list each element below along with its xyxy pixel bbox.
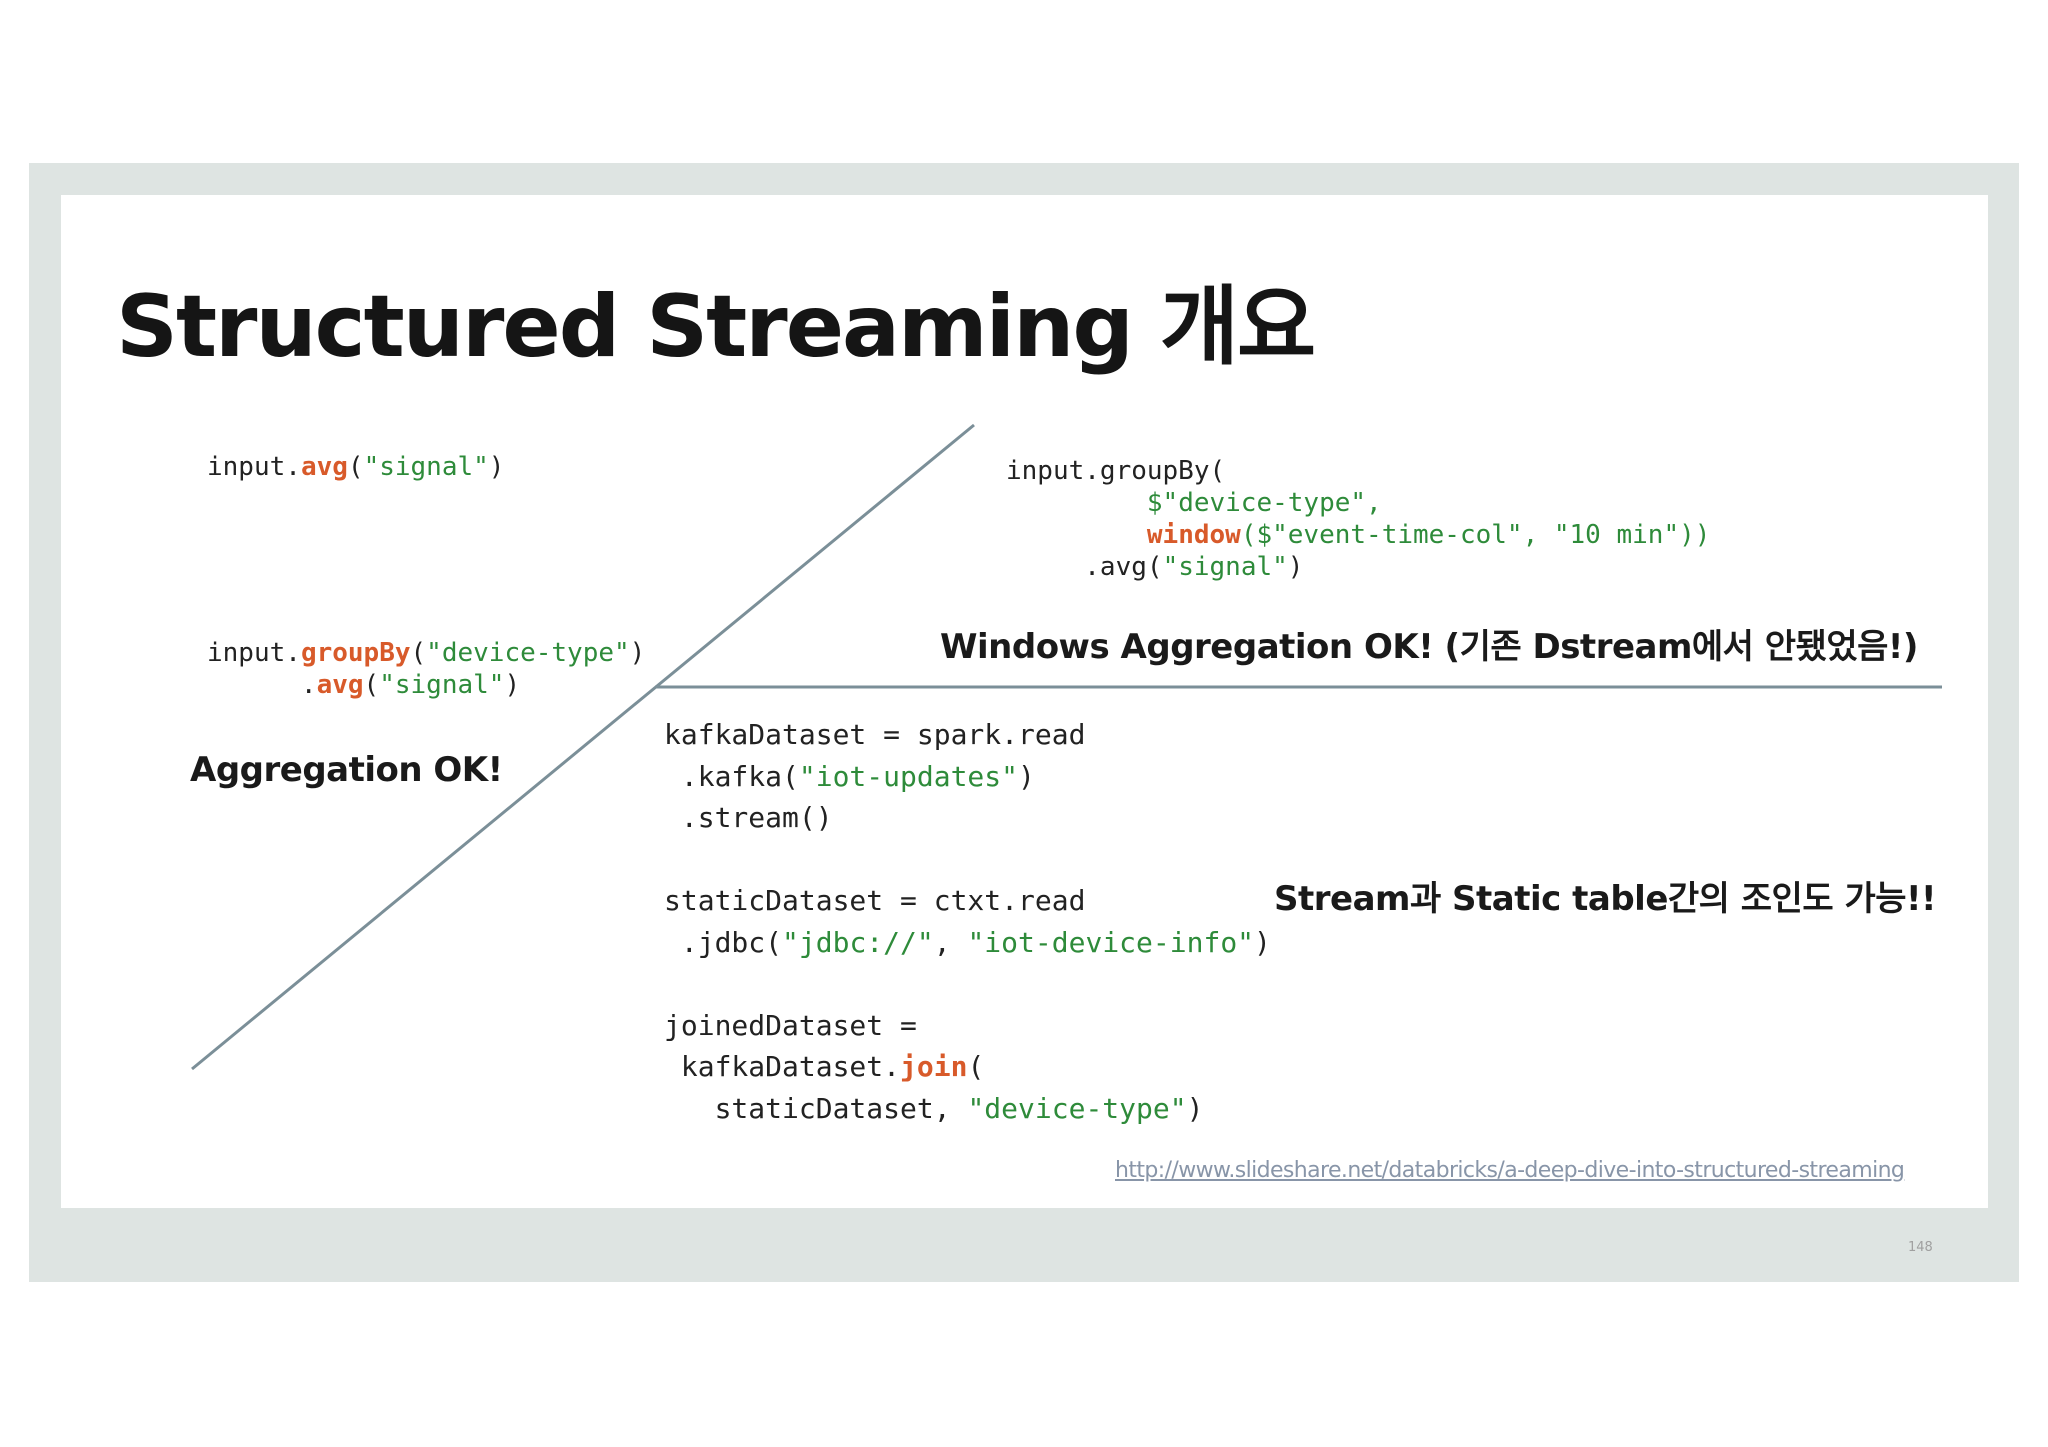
code-token: ) xyxy=(1018,759,1035,793)
code-token: ) xyxy=(629,638,646,668)
code-keyword: join xyxy=(900,1050,968,1083)
code-keyword: window xyxy=(1146,520,1241,550)
code-string: "jdbc://" xyxy=(782,925,934,959)
code-string: $"device-type", xyxy=(1146,488,1382,518)
code-avg: input.avg("signal") xyxy=(207,451,504,483)
code-line: .stream() xyxy=(664,801,833,834)
code-token: ( xyxy=(363,670,380,700)
code-string: "signal" xyxy=(1162,552,1288,582)
code-token: ) xyxy=(504,670,521,700)
code-keyword: groupBy xyxy=(300,638,411,668)
code-token: kafkaDataset. xyxy=(664,1050,901,1083)
code-token: .jdbc( xyxy=(664,925,783,959)
caption-aggregation: Aggregation OK! xyxy=(190,750,503,790)
code-token: input xyxy=(207,452,286,482)
diagonal-divider xyxy=(191,423,975,1071)
code-indent xyxy=(1006,488,1147,518)
code-token: , xyxy=(933,925,968,959)
code-token: .avg( xyxy=(1084,552,1163,582)
code-string: "iot-device-info" xyxy=(967,925,1255,959)
code-token: ( xyxy=(967,1050,985,1083)
code-token: . xyxy=(285,638,301,668)
code-indent xyxy=(207,670,301,700)
code-stream-static-join: kafkaDataset = spark.read .kafka("iot-up… xyxy=(664,714,1271,1129)
code-groupby-avg: input.groupBy("device-type") .avg("signa… xyxy=(207,637,645,701)
code-token: ( xyxy=(410,638,427,668)
code-token: ( xyxy=(347,452,364,482)
page-title: Structured Streaming 개요 xyxy=(116,277,1316,377)
code-string: "signal" xyxy=(363,452,489,482)
code-token: input xyxy=(207,638,286,668)
code-line: input.groupBy( xyxy=(1006,456,1226,486)
code-window-aggregation: input.groupBy( $"device-type", window($"… xyxy=(1006,455,1710,583)
code-string: "device-type" xyxy=(426,638,630,668)
code-indent xyxy=(1006,520,1147,550)
code-keyword: avg xyxy=(316,670,364,700)
code-token: ) xyxy=(1254,925,1271,959)
code-token: . xyxy=(300,670,317,700)
code-string: "device-type" xyxy=(967,1091,1187,1125)
code-indent xyxy=(1006,552,1084,582)
caption-windows-aggregation: Windows Aggregation OK! (기존 Dstream에서 안됐… xyxy=(940,627,1918,667)
code-token: ) xyxy=(1186,1091,1204,1125)
caption-stream-static-join: Stream과 Static table간의 조인도 가능!! xyxy=(1274,879,1937,919)
code-line: kafkaDataset = spark.read xyxy=(664,718,1086,751)
code-string: "iot-updates" xyxy=(798,759,1019,793)
code-line: staticDataset = ctxt.read xyxy=(664,884,1086,917)
code-token: . xyxy=(285,452,301,482)
code-token: ) xyxy=(1287,552,1304,582)
code-token: .kafka( xyxy=(664,759,799,793)
code-token: staticDataset, xyxy=(664,1091,968,1125)
code-string: "signal" xyxy=(379,670,505,700)
code-token: ) xyxy=(488,452,505,482)
code-string: ($"event-time-col", "10 min")) xyxy=(1240,520,1711,550)
code-line: joinedDataset = xyxy=(664,1008,917,1042)
source-link[interactable]: http://www.slideshare.net/databricks/a-d… xyxy=(1115,1158,1905,1183)
slide-canvas xyxy=(61,195,1988,1208)
code-keyword: avg xyxy=(300,452,348,482)
page-number: 148 xyxy=(1908,1240,1933,1255)
